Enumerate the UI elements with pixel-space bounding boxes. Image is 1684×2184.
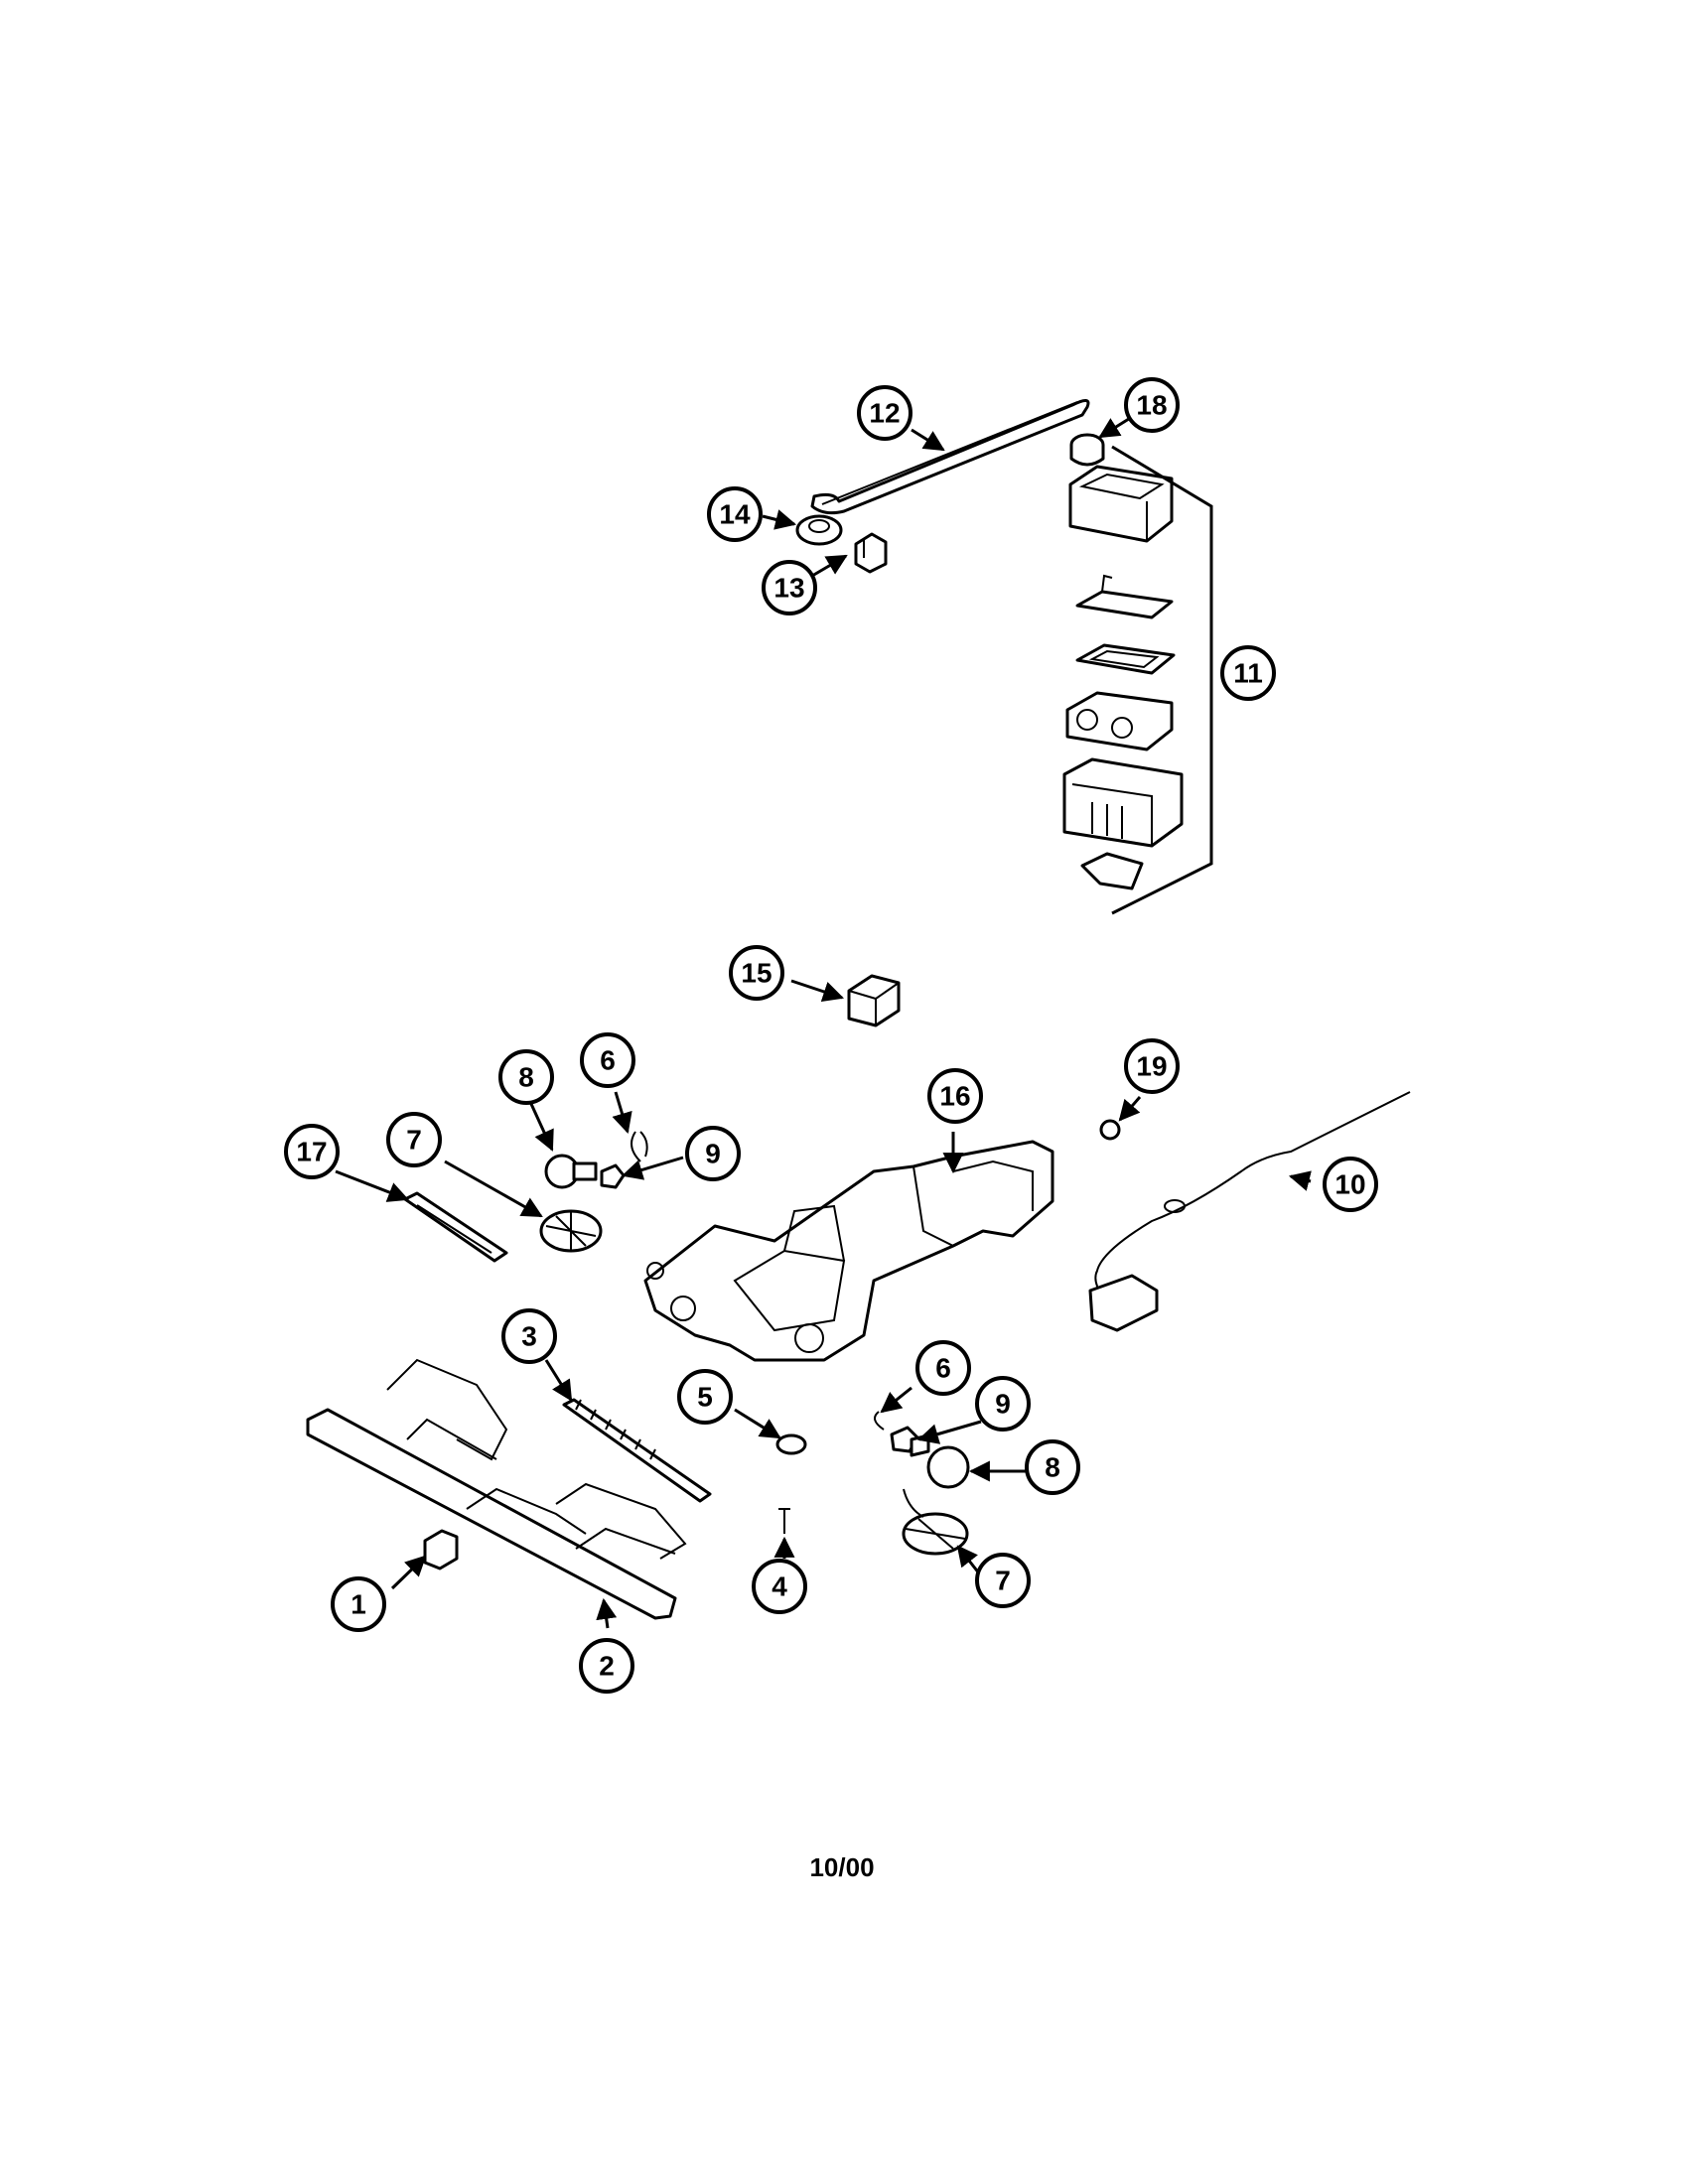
callout-8-upper: 8: [498, 1049, 554, 1105]
callout-9-lower: 9: [975, 1376, 1031, 1432]
svg-text:10: 10: [1334, 1169, 1365, 1200]
revision-date: 10/00: [809, 1852, 875, 1882]
leader-lines: [335, 415, 1312, 1629]
svg-text:6: 6: [600, 1045, 616, 1076]
callout-3: 3: [501, 1308, 557, 1364]
callout-6-lower: 6: [915, 1340, 971, 1396]
svg-text:2: 2: [599, 1651, 615, 1682]
callout-15: 15: [729, 945, 784, 1001]
callout-8-lower: 8: [1025, 1439, 1080, 1495]
svg-text:7: 7: [406, 1125, 422, 1156]
svg-text:8: 8: [518, 1062, 534, 1093]
part-13-clip: [854, 532, 888, 574]
part-1-switch: [423, 1529, 459, 1570]
callout-5: 5: [677, 1369, 733, 1425]
part-16-base-housing: [643, 1140, 1054, 1362]
svg-text:13: 13: [773, 573, 804, 604]
svg-text:8: 8: [1045, 1452, 1060, 1483]
part-15-module: [847, 974, 901, 1027]
svg-text:3: 3: [521, 1321, 537, 1352]
part-6-clip-upper: [631, 1131, 648, 1162]
part-10-wire-harness: [1088, 1091, 1411, 1332]
callout-16: 16: [927, 1068, 983, 1124]
callout-1: 1: [331, 1576, 386, 1632]
callout-11: 11: [1220, 645, 1276, 701]
part-9-nut-upper: [600, 1163, 626, 1189]
callout-7-upper: 7: [386, 1112, 442, 1167]
part-2-frame-rail: [306, 1358, 687, 1620]
part-6-clip-lower: [874, 1411, 885, 1431]
part-8-bulb-upper: [544, 1154, 598, 1189]
svg-text:15: 15: [741, 958, 772, 989]
part-7-socket-upper: [539, 1209, 603, 1253]
callout-12: 12: [857, 385, 912, 441]
callout-10: 10: [1323, 1157, 1378, 1212]
svg-text:5: 5: [697, 1382, 713, 1413]
part-12-strip: [810, 399, 1090, 515]
callout-14: 14: [707, 486, 763, 542]
callout-19: 19: [1124, 1038, 1180, 1094]
callout-13: 13: [762, 560, 817, 615]
svg-text:12: 12: [869, 398, 900, 429]
svg-text:4: 4: [772, 1571, 787, 1602]
part-7-socket-lower: [902, 1488, 969, 1556]
svg-text:11: 11: [1233, 658, 1263, 689]
svg-text:7: 7: [995, 1566, 1011, 1596]
callout-2: 2: [579, 1638, 634, 1694]
svg-text:14: 14: [719, 499, 751, 530]
svg-text:9: 9: [995, 1389, 1011, 1420]
part-11-dispenser-assembly: [1062, 445, 1213, 915]
part-14-grommet: [795, 514, 843, 546]
svg-text:17: 17: [296, 1137, 327, 1167]
svg-text:19: 19: [1136, 1051, 1167, 1082]
svg-text:16: 16: [939, 1081, 970, 1112]
part-19-nut: [1099, 1119, 1121, 1141]
callout-17: 17: [284, 1124, 340, 1179]
callout-18: 18: [1124, 377, 1180, 433]
svg-text:6: 6: [935, 1353, 951, 1384]
callout-7-lower: 7: [975, 1553, 1031, 1608]
svg-text:18: 18: [1136, 390, 1167, 421]
callout-9-upper: 9: [685, 1126, 741, 1181]
svg-text:1: 1: [351, 1589, 366, 1620]
callout-4: 4: [752, 1559, 807, 1614]
part-18-cap: [1069, 433, 1105, 467]
callout-6-upper: 6: [580, 1032, 635, 1088]
svg-text:9: 9: [705, 1139, 721, 1169]
part-17-slide-bar: [403, 1191, 508, 1263]
part-8-bulb-lower: [910, 1433, 970, 1489]
part-4-screw: [778, 1508, 790, 1534]
part-5-cap: [775, 1433, 807, 1455]
